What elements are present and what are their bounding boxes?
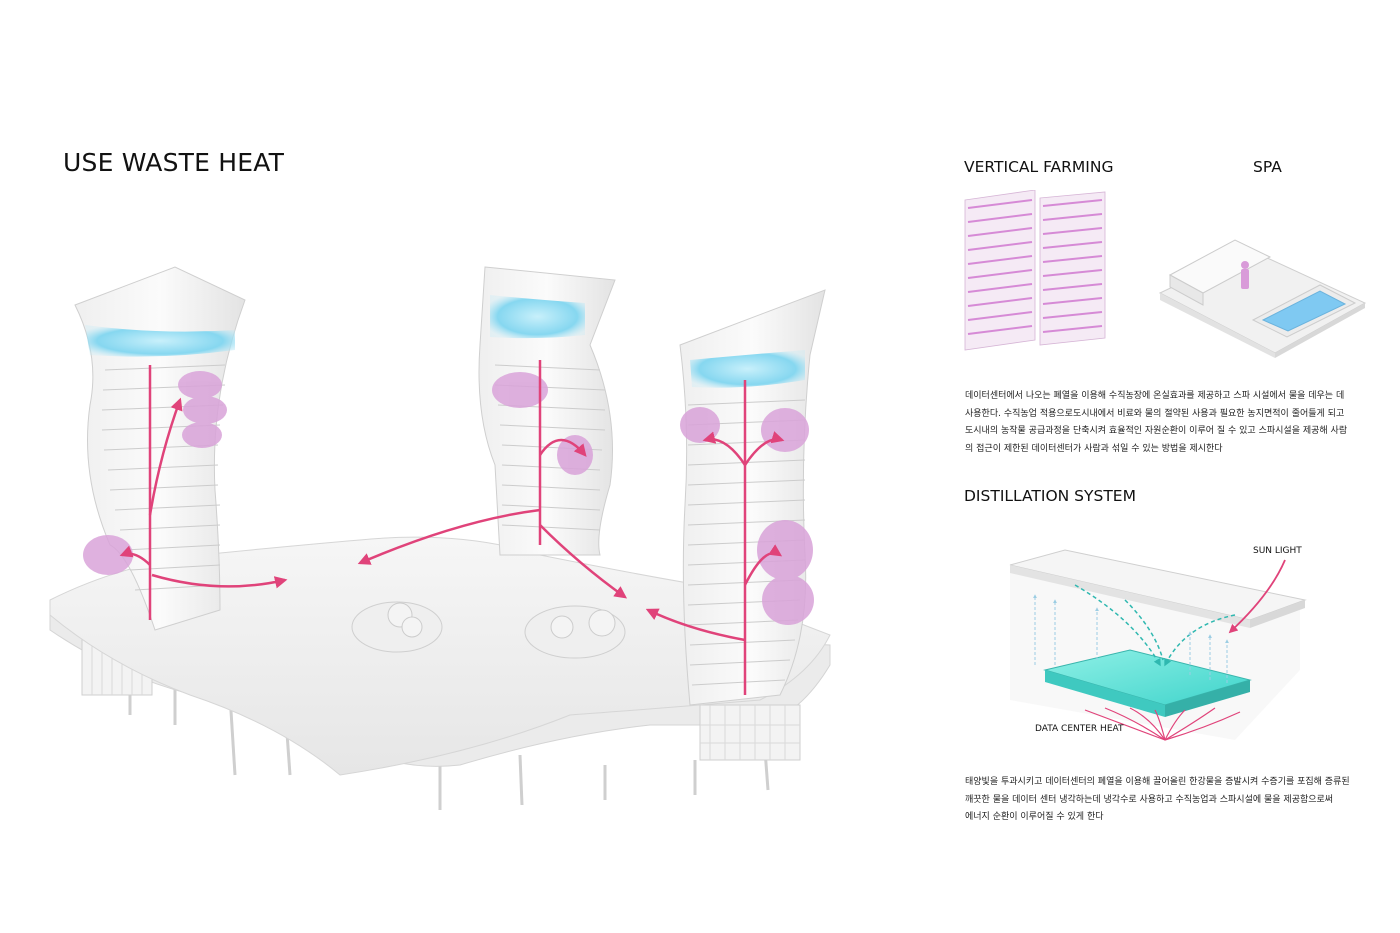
main-deck bbox=[49, 536, 831, 776]
spa-title: SPA bbox=[1253, 158, 1282, 176]
spa-pool bbox=[1261, 290, 1347, 332]
courtyard-right bbox=[524, 605, 626, 659]
rooftop-water-tank-3 bbox=[690, 350, 805, 388]
description-paragraph-2: 태양빛을 투과시키고 데이터센터의 폐열을 이용해 끌어올린 한강물을 증발시켜… bbox=[965, 774, 1350, 827]
person-figure bbox=[1241, 261, 1249, 289]
data-center-heat-lines bbox=[1084, 707, 1241, 741]
farming-racks bbox=[967, 199, 1103, 335]
tower-right bbox=[645, 289, 826, 706]
spa-illustration bbox=[1158, 239, 1367, 358]
tower-center bbox=[357, 266, 628, 599]
description-2-line: 태양빛을 투과시키고 데이터센터의 폐열을 이용해 끌어올린 한강물을 증발시켜… bbox=[965, 777, 1350, 787]
data-center-heat-label: DATA CENTER HEAT bbox=[1035, 724, 1124, 734]
tower-left bbox=[74, 266, 288, 631]
vertical-farming-title: VERTICAL FARMING bbox=[964, 158, 1114, 176]
distillation-title: DISTILLATION SYSTEM bbox=[964, 487, 1136, 505]
description-2-line: 에너지 순환이 이루어질 수 있게 한다 bbox=[965, 812, 1104, 822]
description-1-line: 도시내의 농작물 공급과정을 단축시켜 효율적인 자원순환이 이루어 질 수 있… bbox=[965, 426, 1348, 436]
page-title: USE WASTE HEAT bbox=[63, 148, 285, 177]
sun-light-label: SUN LIGHT bbox=[1253, 546, 1302, 556]
distillation-illustration bbox=[1009, 549, 1307, 741]
description-paragraph-1: 데이터센터에서 나오는 폐열을 이용해 수직농장에 온실효과를 제공하고 스파 … bbox=[965, 388, 1347, 458]
rooftop-water-tank-2 bbox=[490, 295, 585, 339]
vertical-farming-illustration bbox=[964, 190, 1106, 351]
courtyard-left bbox=[351, 601, 443, 653]
description-1-line: 사용한다. 수직농업 적용으로도시내에서 비료와 물의 절약된 사용과 필요한 … bbox=[965, 408, 1345, 419]
main-axonometric-diagram bbox=[49, 266, 831, 810]
description-1-line: 데이터센터에서 나오는 폐열을 이용해 수직농장에 온실효과를 제공하고 스파 … bbox=[965, 391, 1345, 401]
description-2-line: 깨끗한 물을 데이터 센터 냉각하는데 냉각수로 사용하고 수직농업과 스파시설… bbox=[965, 794, 1334, 805]
description-1-line: 의 접근이 제한된 데이터센터가 사람과 섞일 수 있는 방법을 제시한다 bbox=[965, 443, 1223, 454]
sunlight-arrow bbox=[1228, 559, 1286, 634]
rooftop-water-tank-1 bbox=[85, 325, 235, 357]
vertical-farming-greenery-1 bbox=[83, 371, 227, 575]
